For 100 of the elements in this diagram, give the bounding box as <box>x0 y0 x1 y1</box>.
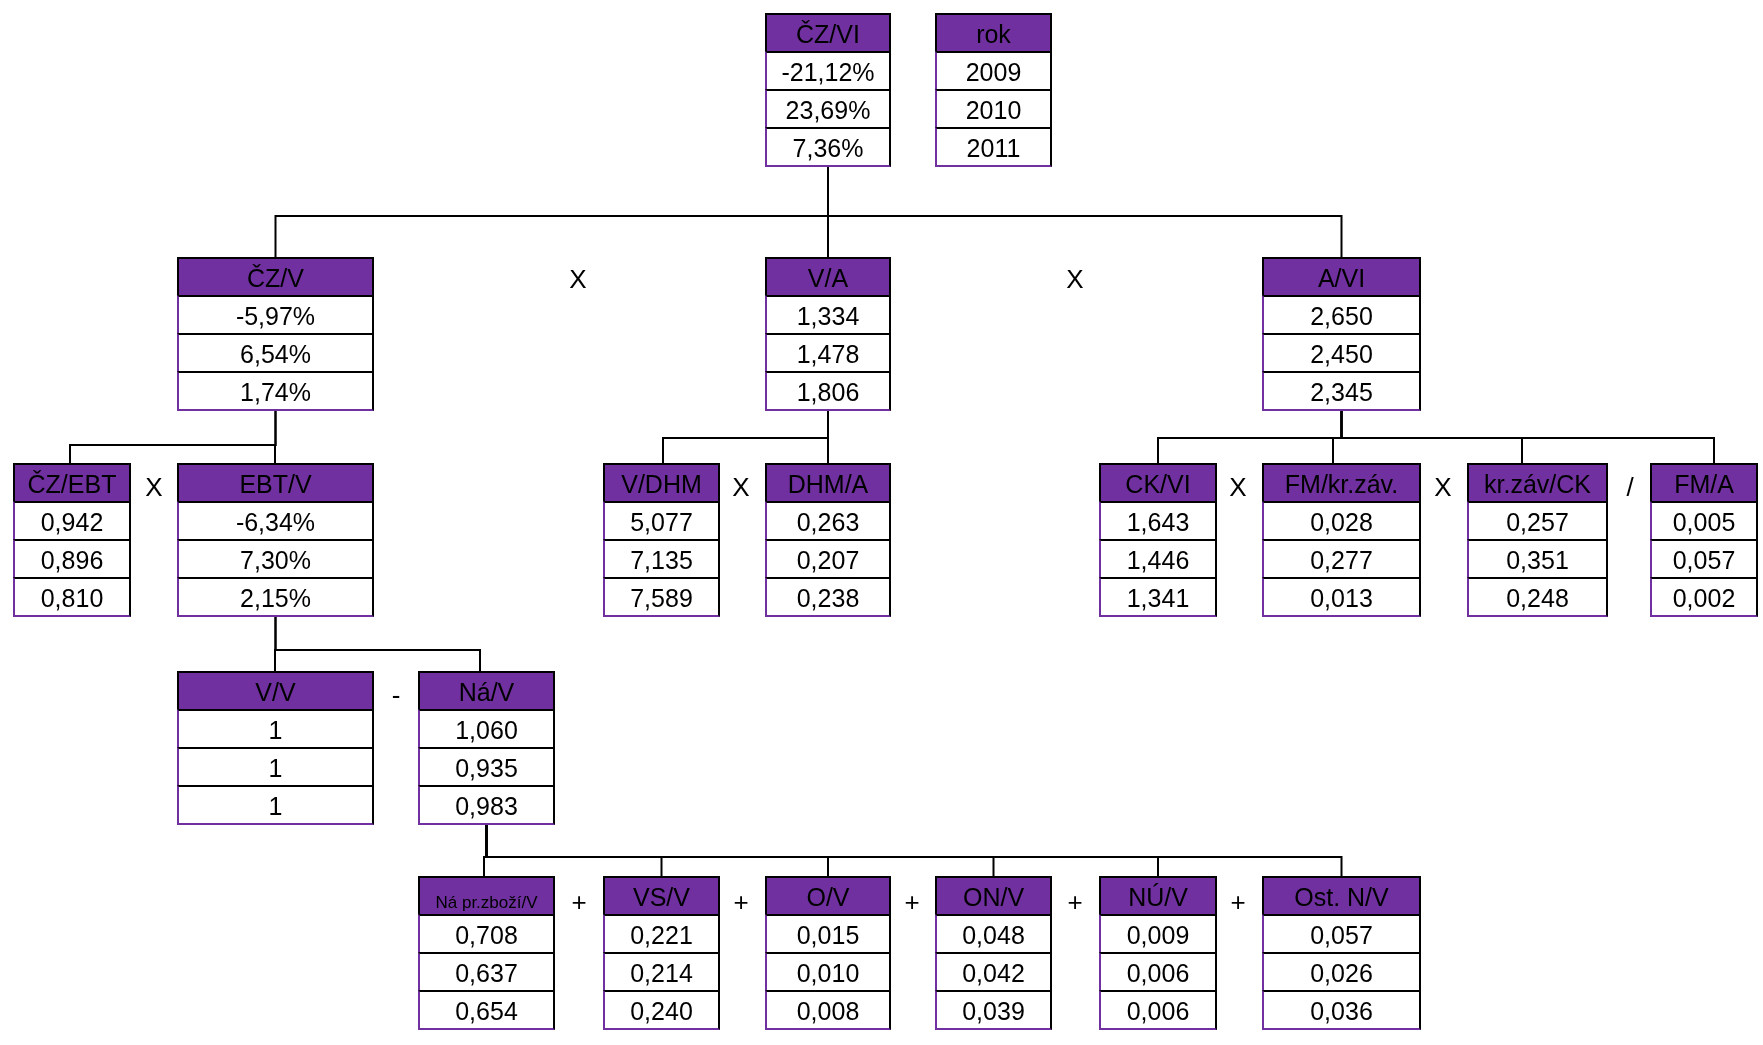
connector-line <box>827 410 829 464</box>
ratio-table <box>765 463 891 617</box>
connector-line <box>274 410 277 464</box>
operator-sign: X <box>1066 263 1084 295</box>
table-cell: 0,207 <box>765 539 891 579</box>
column-header: Ná/V <box>418 671 555 711</box>
table-cell: 0,214 <box>603 952 720 992</box>
connector-line <box>274 616 481 672</box>
table-cell: 0,263 <box>765 501 891 541</box>
ratio-table <box>765 13 891 167</box>
ratio-table <box>1650 463 1758 617</box>
table-cell: 0,005 <box>1650 501 1758 541</box>
table-cell: 0,248 <box>1467 577 1608 617</box>
column-header: FM/kr.záv. <box>1262 463 1421 503</box>
table-cell: 0,015 <box>765 914 891 954</box>
table-cell: 7,30% <box>177 539 374 579</box>
table-cell: 1,478 <box>765 333 891 373</box>
ratio-table <box>1262 257 1421 411</box>
table-cell: 0,810 <box>13 577 131 617</box>
table-cell: 0,240 <box>603 990 720 1030</box>
column-header: EBT/V <box>177 463 374 503</box>
column-header: V/DHM <box>603 463 720 503</box>
table-cell: 0,983 <box>418 785 555 825</box>
column-header: VS/V <box>603 876 720 916</box>
table-cell: 6,54% <box>177 333 374 373</box>
table-cell: 0,036 <box>1262 990 1421 1030</box>
table-cell: 0,896 <box>13 539 131 579</box>
table-cell: 0,637 <box>418 952 555 992</box>
column-header: kr.záv/CK <box>1467 463 1608 503</box>
table-cell: 1,74% <box>177 371 374 411</box>
table-cell: 0,057 <box>1262 914 1421 954</box>
ratio-table <box>935 876 1052 1030</box>
table-cell: 0,013 <box>1262 577 1421 617</box>
table-cell: 0,048 <box>935 914 1052 954</box>
column-header: CK/VI <box>1099 463 1217 503</box>
connector-line <box>1340 410 1715 464</box>
operator-sign: + <box>1230 886 1246 918</box>
operator-sign: + <box>904 886 920 918</box>
ratio-table <box>1262 876 1421 1030</box>
column-header: FM/A <box>1650 463 1758 503</box>
column-header: NÚ/V <box>1099 876 1217 916</box>
ratio-table <box>603 876 720 1030</box>
operator-sign: / <box>1626 471 1634 503</box>
table-cell: 0,026 <box>1262 952 1421 992</box>
column-header: ČZ/EBT <box>13 463 131 503</box>
table-cell: 0,006 <box>1099 990 1217 1030</box>
table-cell: 2009 <box>935 51 1052 91</box>
table-cell: 1 <box>177 709 374 749</box>
table-cell: 0,057 <box>1650 539 1758 579</box>
table-cell: 0,351 <box>1467 539 1608 579</box>
table-cell: 7,589 <box>603 577 720 617</box>
ratio-table <box>177 257 374 411</box>
table-cell: 0,942 <box>13 501 131 541</box>
table-cell: 2011 <box>935 127 1052 167</box>
table-cell: 7,36% <box>765 127 891 167</box>
operator-sign: - <box>391 679 401 711</box>
table-cell: 0,010 <box>765 952 891 992</box>
ratio-table <box>935 13 1052 167</box>
table-cell: 1,341 <box>1099 577 1217 617</box>
table-cell: 1,060 <box>418 709 555 749</box>
ratio-table <box>13 463 131 617</box>
column-header: Ost. N/V <box>1262 876 1421 916</box>
ratio-table <box>1099 876 1217 1030</box>
column-header: A/VI <box>1262 257 1421 297</box>
operator-sign: X <box>732 471 750 503</box>
table-cell: 23,69% <box>765 89 891 129</box>
operator-sign: X <box>1229 471 1247 503</box>
operator-sign: + <box>733 886 749 918</box>
ratio-table <box>177 463 374 617</box>
table-cell: 0,002 <box>1650 577 1758 617</box>
column-header: O/V <box>765 876 891 916</box>
table-cell: -6,34% <box>177 501 374 541</box>
operator-sign: X <box>145 471 163 503</box>
ratio-table <box>177 671 374 825</box>
ratio-table <box>1099 463 1217 617</box>
table-cell: 7,135 <box>603 539 720 579</box>
operator-sign: + <box>571 886 587 918</box>
table-cell: 2,650 <box>1262 295 1421 335</box>
table-cell: 1 <box>177 747 374 787</box>
column-header: rok <box>935 13 1052 53</box>
table-cell: 0,221 <box>603 914 720 954</box>
column-header: V/V <box>177 671 374 711</box>
ratio-table <box>1262 463 1421 617</box>
operator-sign: + <box>1067 886 1083 918</box>
table-cell: 2010 <box>935 89 1052 129</box>
table-cell: 0,257 <box>1467 501 1608 541</box>
table-cell: 1,446 <box>1099 539 1217 579</box>
column-header: DHM/A <box>765 463 891 503</box>
column-header: ČZ/V <box>177 257 374 297</box>
ratio-table <box>765 876 891 1030</box>
table-cell: -5,97% <box>177 295 374 335</box>
ratio-table <box>1467 463 1608 617</box>
table-cell: 0,654 <box>418 990 555 1030</box>
table-cell: 0,006 <box>1099 952 1217 992</box>
column-header: ON/V <box>935 876 1052 916</box>
table-cell: 0,277 <box>1262 539 1421 579</box>
ratio-table <box>603 463 720 617</box>
table-cell: 0,238 <box>765 577 891 617</box>
table-cell: 2,15% <box>177 577 374 617</box>
table-cell: 5,077 <box>603 501 720 541</box>
